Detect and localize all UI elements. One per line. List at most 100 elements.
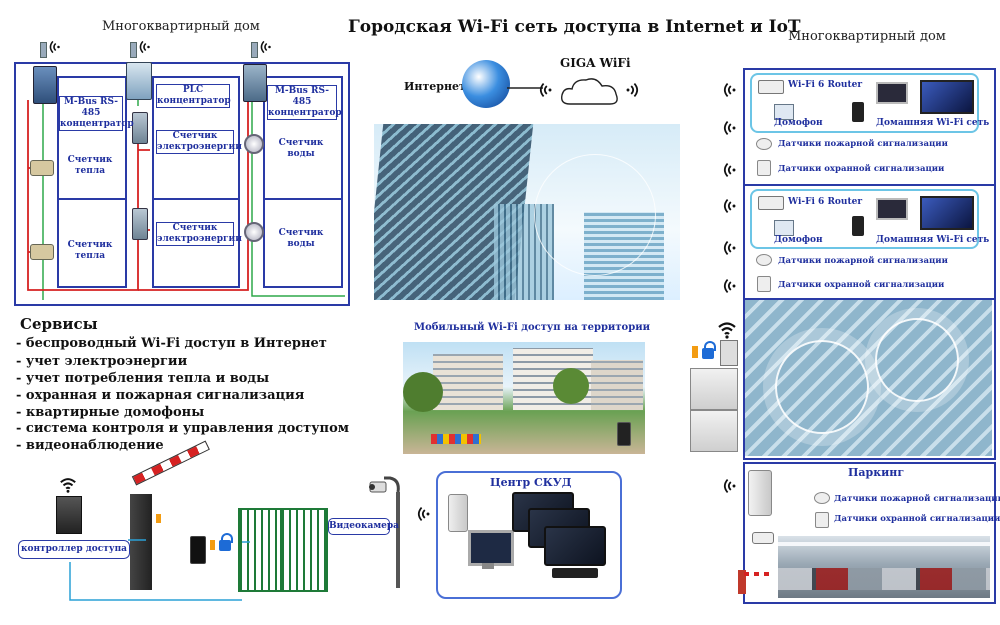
mbus-concentrator-device	[33, 66, 57, 104]
status-light	[156, 514, 161, 523]
access-controller-label: контроллер доступа	[18, 540, 130, 559]
parking-outline	[743, 462, 996, 604]
floor-divider	[743, 298, 994, 300]
wifi-icon	[416, 504, 432, 524]
services-item: - система контроля и управления доступом	[16, 421, 350, 436]
laptop-icon	[876, 82, 908, 104]
services-item: - квартирные домофоны	[16, 405, 205, 420]
parking-photo	[778, 536, 990, 598]
water-meter-device	[244, 222, 264, 242]
wifi-icon	[722, 238, 738, 258]
monitor-stand	[482, 563, 494, 569]
territory-photo	[403, 342, 645, 454]
lock-icon	[219, 540, 231, 551]
water-meter-label: Счетчик воды	[268, 228, 334, 250]
wifi-icon	[624, 80, 640, 100]
glass-building-image	[745, 300, 992, 456]
status-light	[692, 346, 698, 358]
fire-sensor-label: Датчики пожарной сигнализации	[778, 256, 948, 266]
fence-gate	[238, 508, 328, 592]
services-item: - беспроводный Wi-Fi доступ в Интернет	[16, 336, 327, 351]
heat-meter-label: Счетчик тепла	[62, 155, 118, 177]
network-link	[507, 87, 543, 89]
router-icon	[758, 80, 784, 94]
left-building-heading: Многоквартирный дом	[102, 19, 260, 34]
globe-icon	[462, 60, 510, 108]
home-network-label: Домашняя Wi-Fi сеть	[876, 118, 990, 128]
giga-wifi-label: GIGA WiFi	[560, 56, 631, 70]
parking-barrier-arm	[744, 572, 774, 576]
plc-concentrator-device	[126, 62, 152, 100]
fire-sensor-icon	[756, 254, 772, 266]
electric-meter-device	[132, 112, 148, 144]
security-sensor-icon	[757, 160, 771, 176]
video-camera-label: Видеокамера	[328, 518, 399, 535]
camera-pole	[369, 476, 400, 588]
wifi-icon	[722, 160, 738, 180]
phone-icon	[852, 102, 864, 122]
router-icon	[758, 196, 784, 210]
camera-icon	[752, 532, 774, 544]
services-item: - учет электроэнергии	[16, 354, 188, 369]
skud-center-title: Центр СКУД	[490, 476, 572, 489]
heat-meter-device	[30, 244, 54, 260]
wifi-icon	[722, 476, 738, 496]
fire-sensor-icon	[814, 492, 830, 504]
access-point-device	[748, 470, 772, 516]
phone-icon	[617, 422, 631, 446]
status-light	[210, 540, 215, 550]
intercom-device	[774, 220, 794, 236]
heat-meter-label: Счетчик тепла	[62, 240, 118, 262]
fire-sensor-icon	[756, 138, 772, 150]
parking-barrier-post	[738, 570, 746, 594]
mbus-concentrator-device	[243, 64, 267, 102]
cloud-icon	[560, 78, 618, 105]
phone-icon	[190, 536, 206, 564]
tv-icon	[920, 80, 974, 114]
laptop-icon	[876, 198, 908, 220]
intercom-label: Домофон	[774, 235, 823, 245]
electric-meter-label: Счетчик электроэнергии	[156, 130, 242, 154]
water-meter-label: Счетчик воды	[268, 138, 334, 160]
electric-meter-label: Счетчик электроэнергии	[156, 222, 242, 246]
network-switch	[552, 568, 598, 578]
antenna-icon	[251, 42, 258, 58]
access-controller-device	[56, 496, 82, 534]
left-building-outline	[14, 62, 350, 306]
lock-shackle	[704, 341, 716, 351]
phone-icon	[852, 216, 864, 236]
fire-sensor-label: Датчики пожарной сигнализации	[834, 494, 1000, 504]
security-sensor-icon	[757, 276, 771, 292]
security-sensor-label: Датчики охранной сигнализации	[778, 280, 945, 290]
wifi-icon	[722, 118, 738, 138]
right-building-heading: Многоквартирный дом	[788, 29, 946, 44]
services-heading: Сервисы	[20, 315, 98, 333]
plc-concentrator-label: PLC концентратор	[156, 84, 231, 108]
security-sensor-icon	[815, 512, 829, 528]
router-label: Wi-Fi 6 Router	[788, 197, 863, 207]
wifi-icon	[538, 80, 554, 100]
floor-divider	[743, 184, 994, 186]
door-panel	[690, 368, 738, 410]
intercom-label: Домофон	[774, 118, 823, 128]
security-sensor-label: Датчики охранной сигнализации	[778, 164, 945, 174]
wifi-icon	[722, 196, 738, 216]
fire-sensor-label: Датчики пожарной сигнализации	[778, 139, 948, 149]
security-sensor-label: Датчики охранной сигнализации	[834, 514, 1000, 524]
wifi-icon	[722, 80, 738, 100]
antenna-icon	[40, 42, 47, 58]
services-item: - учет потребления тепла и воды	[16, 371, 270, 386]
lock-icon	[702, 348, 714, 359]
parking-title: Паркинг	[848, 466, 905, 479]
home-network-label: Домашняя Wi-Fi сеть	[876, 235, 990, 245]
wifi-icon	[716, 320, 738, 340]
right-building-outline	[743, 68, 996, 460]
barrier-post	[130, 494, 152, 590]
mobile-wifi-caption: Мобильный Wi-Fi доступ на территории	[414, 322, 651, 333]
fence-gate-divider	[280, 508, 282, 590]
services-item: - видеонаблюдение	[16, 438, 164, 453]
intercom-device	[774, 104, 794, 120]
door-panel	[690, 410, 738, 452]
intercom-screen	[544, 526, 606, 566]
electric-meter-device	[132, 208, 148, 240]
